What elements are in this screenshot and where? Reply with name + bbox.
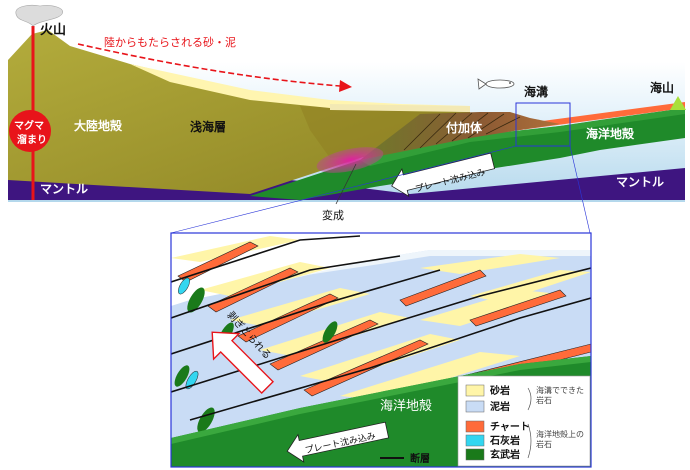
legend-label-basalt: 玄武岩 <box>490 448 520 461</box>
legend-swatch-mudstone <box>466 401 484 412</box>
label-seamount: 海山 <box>650 80 674 95</box>
legend-swatch-basalt <box>466 449 484 460</box>
legend-group-oceanic: 海洋地殻上の岩石 <box>536 430 588 450</box>
label-oceanic-crust: 海洋地殻 <box>586 126 635 141</box>
legend-label-mudstone: 泥岩 <box>490 400 510 413</box>
label-trench: 海溝 <box>524 84 548 99</box>
label-magma-1: マグマ <box>14 119 44 132</box>
legend-label-chert: チャート <box>490 421 530 433</box>
label-mantle-right: マントル <box>616 175 664 189</box>
label-magma-2: 溜まり <box>17 133 47 146</box>
legend-label-fault: 断層 <box>410 452 430 465</box>
legend-label-sandstone: 砂岩 <box>489 384 510 397</box>
label-mantle-left: マントル <box>40 182 88 196</box>
legend-swatch-sandstone <box>466 385 484 396</box>
legend-swatch-chert <box>466 421 484 432</box>
label-oceanic-crust-inset: 海洋地殻 <box>380 399 432 414</box>
legend-group-trench: 海溝でできた岩石 <box>536 386 588 406</box>
label-shallow-sea-layer: 浅海層 <box>190 119 226 134</box>
legend-swatch-limestone <box>466 435 484 446</box>
label-volcano: 火山 <box>40 22 66 38</box>
label-continental-crust: 大陸地殻 <box>74 118 123 133</box>
legend-label-limestone: 石灰岩 <box>489 434 520 447</box>
label-sediment: 陸からもたらされる砂・泥 <box>104 36 236 49</box>
label-accretionary-prism: 付加体 <box>446 120 483 135</box>
label-metamorphism: 変成 <box>322 208 344 222</box>
